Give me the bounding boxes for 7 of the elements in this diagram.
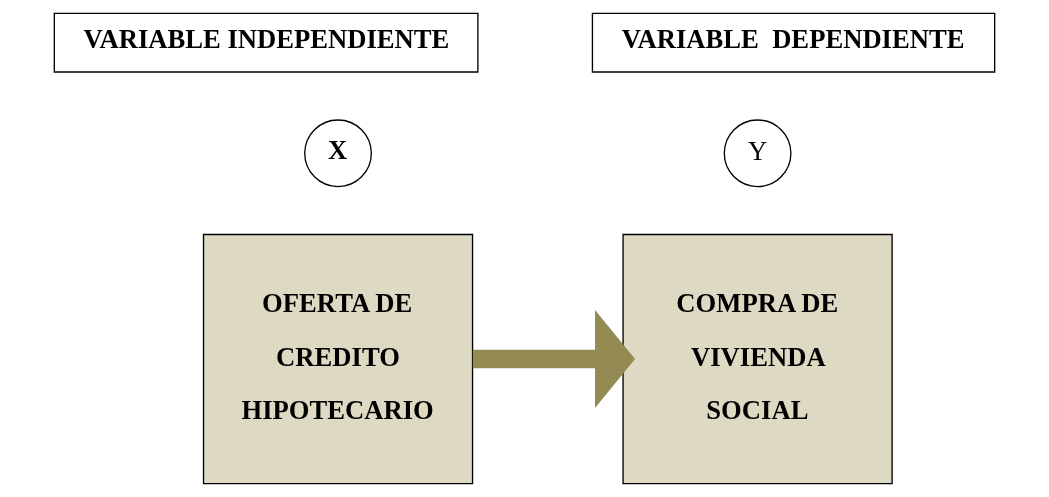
arrow: [472, 310, 636, 409]
node-box: COMPRA DE VIVIENDA SOCIAL: [622, 233, 893, 485]
node-circle: Y: [723, 119, 792, 188]
node-box: OFERTA DE CREDITO HIPOTECARIO: [202, 233, 474, 485]
node-box: VARIABLE DEPENDIENTE: [591, 12, 996, 73]
node-circle: X: [304, 119, 372, 188]
node-box: VARIABLE INDEPENDIENTE: [53, 12, 479, 73]
